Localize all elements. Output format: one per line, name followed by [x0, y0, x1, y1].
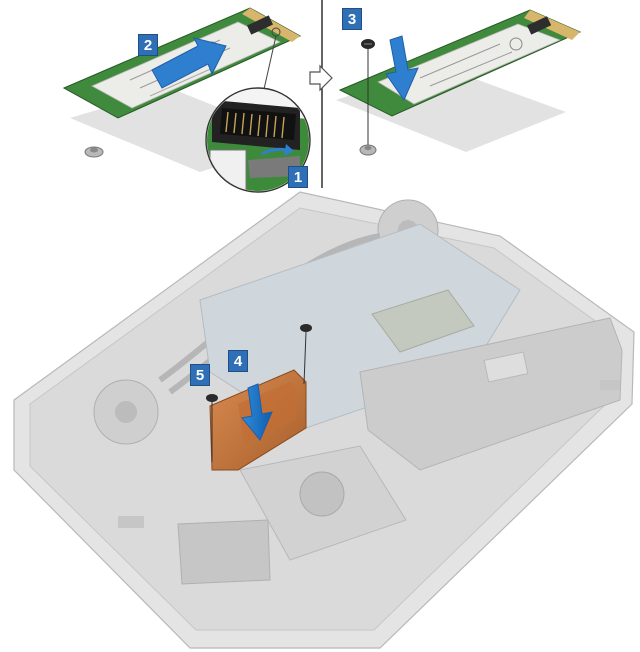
step-callout-5: 5 [190, 364, 210, 386]
step-callout-2: 2 [138, 34, 158, 56]
fan-left [94, 380, 158, 444]
step-callout-4: 4 [228, 350, 248, 372]
screw-post-right-icon [360, 145, 376, 155]
port-1 [118, 516, 144, 528]
step-left-panel [64, 8, 320, 200]
port-2 [600, 380, 620, 390]
step-callout-3: 3 [342, 8, 362, 30]
screw-post-icon [85, 147, 103, 157]
laptop-base [14, 192, 634, 648]
speaker-left [178, 520, 270, 584]
hdd-platter [300, 472, 344, 516]
step-right-panel [336, 10, 580, 155]
outline-right-arrow-icon [310, 66, 332, 90]
step-callout-1: 1 [288, 166, 308, 188]
